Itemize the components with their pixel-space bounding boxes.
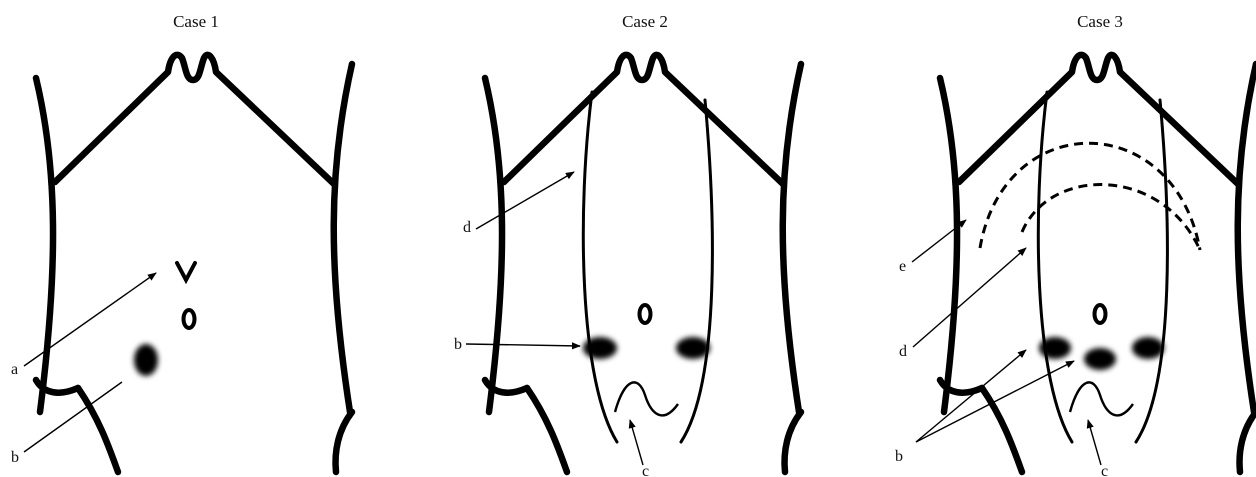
dark-blot-right bbox=[1132, 337, 1164, 359]
leader-line-d bbox=[913, 248, 1026, 347]
v-mark bbox=[177, 263, 195, 280]
panel-title: Case 1 bbox=[173, 12, 219, 31]
leader-line-d bbox=[476, 172, 574, 229]
navel-ring bbox=[640, 305, 651, 323]
elongated-loop bbox=[1038, 92, 1167, 442]
wavy-line bbox=[615, 382, 678, 415]
panel-title: Case 3 bbox=[1077, 12, 1123, 31]
label-a: a bbox=[11, 361, 18, 378]
leader-line-b bbox=[466, 344, 580, 346]
elongated-loop bbox=[583, 92, 712, 442]
panel-case-1: Case 1 a b bbox=[11, 12, 352, 472]
dark-blot-left bbox=[583, 337, 617, 359]
leader-line-c bbox=[1088, 420, 1101, 465]
navel-ring bbox=[1095, 305, 1106, 323]
dashed-arc-inner bbox=[1022, 185, 1200, 250]
dark-blot-center bbox=[1084, 348, 1116, 370]
label-b: b bbox=[11, 449, 19, 466]
dark-blot-right bbox=[676, 337, 710, 359]
label-d: d bbox=[463, 219, 471, 236]
label-b: b bbox=[454, 336, 462, 353]
navel-ring bbox=[184, 310, 195, 328]
leader-line-c bbox=[630, 420, 643, 465]
wavy-line bbox=[1070, 382, 1133, 415]
panel-case-3: Case 3 e d b c bbox=[895, 12, 1256, 477]
label-c: c bbox=[642, 463, 649, 477]
dark-blot-left bbox=[1039, 337, 1071, 359]
label-e: e bbox=[899, 258, 906, 275]
panel-title: Case 2 bbox=[622, 12, 668, 31]
dark-blot bbox=[134, 344, 158, 376]
torso-outline bbox=[940, 55, 1256, 472]
leader-line-b-1 bbox=[916, 350, 1026, 442]
torso-outline bbox=[485, 55, 801, 472]
panel-case-2: Case 2 d b c bbox=[454, 12, 801, 477]
label-d: d bbox=[899, 343, 907, 360]
label-b: b bbox=[895, 448, 903, 465]
leader-line-b-2 bbox=[916, 361, 1074, 442]
label-c: c bbox=[1101, 463, 1108, 477]
